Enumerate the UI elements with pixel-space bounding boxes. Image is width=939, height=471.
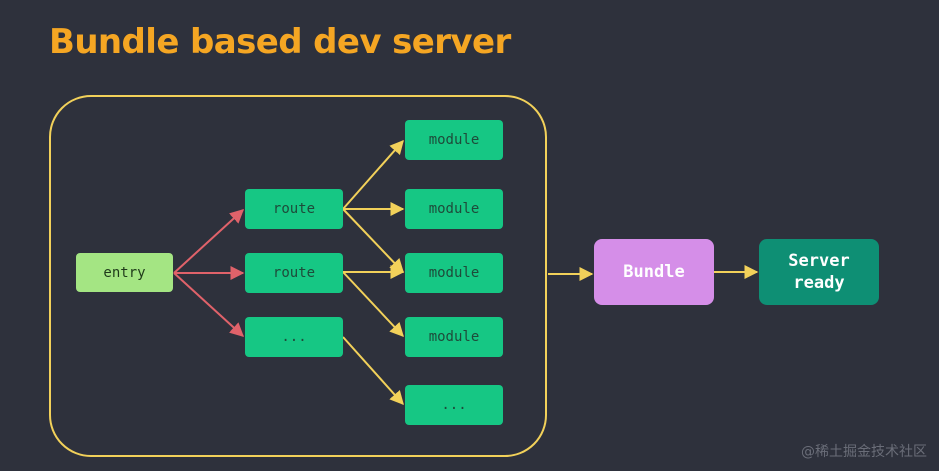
arrow-entry-route-3: [173, 272, 245, 337]
module-node-1: module: [405, 120, 503, 160]
bundle-container: [49, 95, 547, 457]
entry-node: entry: [76, 253, 173, 292]
arrow-route-1-module-1: [342, 139, 404, 210]
arrow-route-2-module-4: [342, 271, 404, 338]
arrow-route-3-module-5: [342, 336, 404, 406]
arrow-route-1-module-3: [342, 208, 404, 274]
module-node-3: module: [405, 253, 503, 293]
bundle-node: Bundle: [594, 239, 714, 305]
route-node-3: ...: [245, 317, 343, 357]
route-node-1: route: [245, 189, 343, 229]
module-node-4: module: [405, 317, 503, 357]
watermark: @稀土掘金技术社区: [801, 444, 927, 460]
module-node-5: ...: [405, 385, 503, 425]
server-ready-node: Server ready: [759, 239, 879, 305]
arrow-entry-route-1: [173, 209, 245, 274]
route-node-2: route: [245, 253, 343, 293]
page-title: Bundle based dev server: [49, 22, 511, 62]
module-node-2: module: [405, 189, 503, 229]
